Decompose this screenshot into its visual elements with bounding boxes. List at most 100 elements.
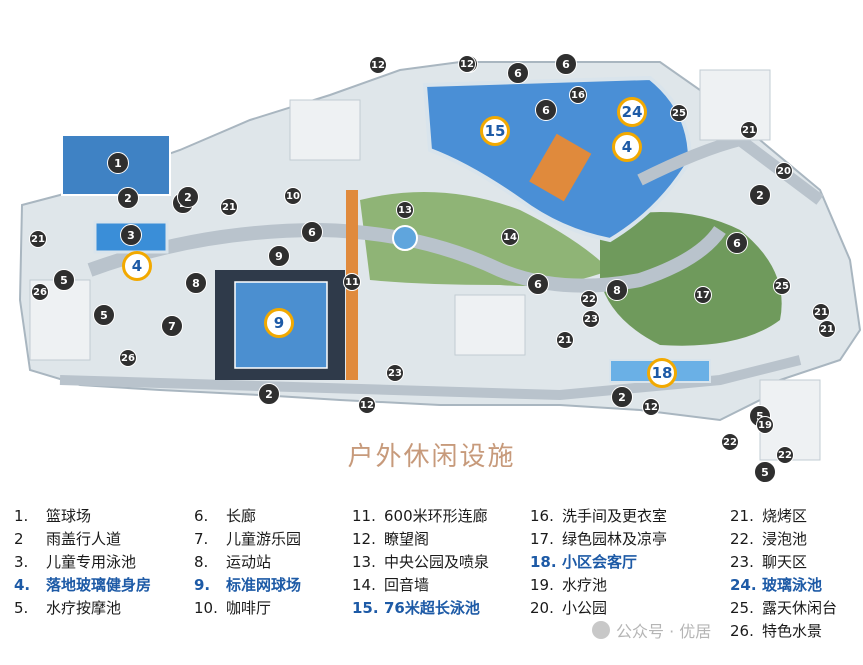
- legend-item-label: 绿色园林及凉亭: [562, 530, 668, 548]
- legend-item: 13. 中央公园及喷泉: [352, 551, 489, 574]
- map-marker-12: 12: [358, 396, 376, 414]
- legend-item-number: 17.: [530, 530, 554, 548]
- legend-item-label: 水疗按摩池: [46, 599, 122, 617]
- legend-item-label: 篮球场: [46, 507, 92, 525]
- legend-item: 17. 绿色园林及凉亭: [530, 528, 667, 551]
- legend-item: 21.烧烤区: [730, 505, 837, 528]
- map-marker-19: 19: [756, 416, 774, 434]
- map-marker-6: 6: [507, 62, 529, 84]
- watermark-text: 公众号 · 优居: [616, 622, 712, 641]
- legend-item-number: 14.: [352, 576, 376, 594]
- legend-item-number: 6.: [194, 507, 209, 525]
- legend-item-label: 水疗池: [562, 576, 608, 594]
- legend-item: 15.76米超长泳池: [352, 597, 489, 620]
- legend-item-label: 小公园: [562, 599, 608, 617]
- legend-item-number: 2: [14, 530, 24, 548]
- legend-item-label: 运动站: [226, 553, 272, 571]
- legend-item-number: 18.: [530, 553, 557, 571]
- legend-item-number: 3.: [14, 553, 29, 571]
- walkway-east: [637, 133, 824, 205]
- map-marker-2: 2: [117, 187, 139, 209]
- legend-item-number: 21.: [730, 507, 754, 525]
- legend-column-3: 11.600米环形连廊 12. 瞭望阁 13. 中央公园及喷泉 14. 回音墙 15.76米超…: [352, 505, 489, 620]
- legend-item-label: 玻璃泳池: [762, 576, 823, 594]
- legend-item-label: 特色水景: [762, 622, 823, 640]
- legend-item-number: 13.: [352, 553, 376, 571]
- map-marker-8: 8: [606, 279, 628, 301]
- map-marker-21: 21: [818, 320, 836, 338]
- map-marker-22: 22: [776, 446, 794, 464]
- legend-item-label: 露天休闲台: [762, 599, 838, 617]
- legend-item-number: 8.: [194, 553, 209, 571]
- legend-item-label: 儿童专用泳池: [46, 553, 137, 571]
- map-marker-26: 26: [119, 349, 137, 367]
- wechat-logo-icon: [592, 621, 610, 639]
- map-marker-12: 12: [642, 398, 660, 416]
- map-marker-6: 6: [726, 232, 748, 254]
- building-b: [454, 294, 526, 356]
- map-marker-23: 23: [582, 310, 600, 328]
- map-marker-21: 21: [740, 121, 758, 139]
- map-marker-2: 2: [611, 386, 633, 408]
- map-marker-4: 4: [122, 251, 152, 281]
- map-marker-1: 1: [107, 152, 129, 174]
- legend-item-number: 12.: [352, 530, 376, 548]
- map-marker-22: 22: [580, 290, 598, 308]
- legend-column-4: 16. 洗手间及更衣室 17. 绿色园林及凉亭 18. 小区会客厅 19. 水疗池 20. 小公园: [530, 505, 667, 620]
- legend-item: 4. 落地玻璃健身房: [14, 574, 151, 597]
- map-marker-25: 25: [773, 277, 791, 295]
- legend-item-label: 咖啡厅: [226, 599, 272, 617]
- map-marker-10: 10: [284, 187, 302, 205]
- legend-item-number: 4.: [14, 576, 31, 594]
- loop-walkway: [87, 222, 726, 293]
- legend-item-label: 瞭望阁: [384, 530, 430, 548]
- map-marker-4: 4: [612, 132, 642, 162]
- legend-item-number: 22.: [730, 530, 754, 548]
- map-marker-12: 12: [369, 56, 387, 74]
- legend-item-label: 小区会客厅: [562, 553, 638, 571]
- legend-item-number: 20.: [530, 599, 554, 617]
- legend-item: 5.水疗按摩池: [14, 597, 151, 620]
- legend-item-label: 标准网球场: [226, 576, 302, 594]
- central-park-lawn: [360, 192, 610, 286]
- legend-item: 6.长廊: [194, 505, 301, 528]
- map-marker-25: 25: [670, 104, 688, 122]
- legend-item-label: 600米环形连廊: [384, 507, 488, 525]
- legend-item: 11.600米环形连廊: [352, 505, 489, 528]
- legend-item-label: 回音墙: [384, 576, 430, 594]
- map-marker-5: 5: [53, 269, 75, 291]
- legend-item: 22. 浸泡池: [730, 528, 837, 551]
- legend-item-number: 19.: [530, 576, 554, 594]
- map-marker-15: 15: [480, 116, 510, 146]
- map-title: 户外休闲设施: [347, 442, 516, 472]
- walkway-south: [59, 355, 802, 401]
- map-marker-6: 6: [527, 273, 549, 295]
- legend-item-label: 洗手间及更衣室: [562, 507, 668, 525]
- legend-item: 12. 瞭望阁: [352, 528, 489, 551]
- map-marker-26: 26: [31, 283, 49, 301]
- legend-item-number: 16.: [530, 507, 554, 525]
- map-marker-8: 8: [185, 272, 207, 294]
- legend-item: 8. 运动站: [194, 551, 301, 574]
- legend-item: 26.特色水景: [730, 620, 837, 643]
- legend-item: 23.聊天区: [730, 551, 837, 574]
- map-marker-20: 20: [775, 162, 793, 180]
- map-marker-2: 2: [749, 184, 771, 206]
- map-marker-6: 6: [301, 221, 323, 243]
- map-marker-9: 9: [264, 308, 294, 338]
- legend-item-label: 浸泡池: [762, 530, 808, 548]
- legend-item: 19. 水疗池: [530, 574, 667, 597]
- map-marker-5: 5: [93, 304, 115, 326]
- map-marker-16: 16: [569, 86, 587, 104]
- legend-item: 25.露天休闲台: [730, 597, 837, 620]
- legend-item-label: 落地玻璃健身房: [46, 576, 152, 594]
- map-marker-21: 21: [220, 198, 238, 216]
- legend-item: 16. 洗手间及更衣室: [530, 505, 667, 528]
- watermark: 公众号 · 优居: [592, 618, 711, 642]
- legend-item-label: 聊天区: [762, 553, 808, 571]
- map-marker-3: 3: [120, 224, 142, 246]
- legend-item-number: 24.: [730, 576, 757, 594]
- legend-item-label: 中央公园及喷泉: [384, 553, 490, 571]
